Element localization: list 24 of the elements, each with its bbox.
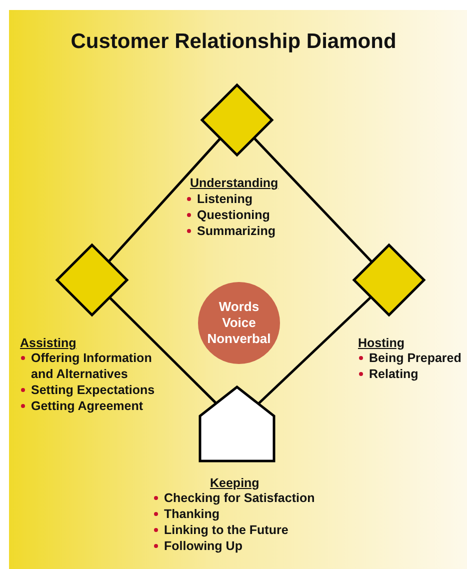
- list-item: Listening: [186, 191, 253, 207]
- list-item: Offering Information and Alternatives: [20, 350, 176, 382]
- diagram-title: Customer Relationship Diamond: [70, 30, 398, 54]
- list-item: Relating: [358, 366, 418, 382]
- connector-line: [253, 137, 373, 263]
- list-item: Following Up: [153, 538, 242, 554]
- section-heading: Assisting: [20, 335, 76, 351]
- circle-text: Nonverbal: [206, 331, 272, 347]
- list-item: Questioning: [186, 207, 270, 223]
- section-heading: Keeping: [210, 475, 260, 491]
- connector-line: [108, 296, 218, 404]
- list-item: Being Prepared: [358, 350, 462, 366]
- list-item: Thanking: [153, 506, 220, 522]
- section-heading: Understanding: [190, 175, 278, 191]
- list-item: Setting Expectations: [20, 382, 155, 398]
- list-item: Getting Agreement: [20, 398, 144, 414]
- list-item: Checking for Satisfaction: [153, 490, 315, 506]
- list-item: Linking to the Future: [153, 522, 288, 538]
- connector-line: [108, 138, 222, 262]
- circle-text: Words: [218, 299, 260, 315]
- connector-line: [258, 296, 372, 405]
- circle-text: Voice: [221, 315, 257, 331]
- section-heading: Hosting: [358, 335, 405, 351]
- list-item: Summarizing: [186, 223, 276, 239]
